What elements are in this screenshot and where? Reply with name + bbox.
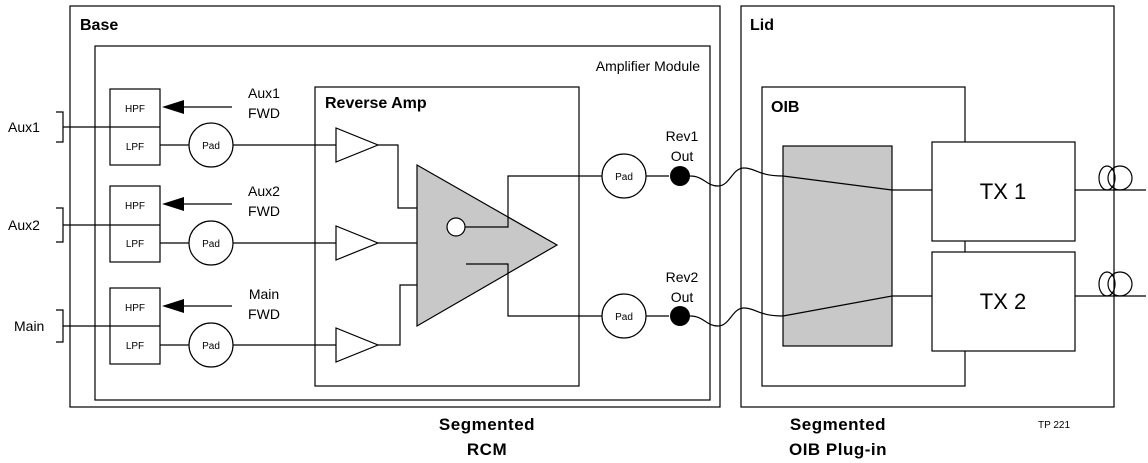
filter-stack-aux1: HPF LPF: [109, 88, 161, 166]
lid-label: Lid: [750, 17, 774, 34]
fwd-label-aux1-line1: Aux1: [248, 85, 280, 101]
rev2-out-label-line1: Rev2: [666, 269, 699, 285]
input-connector-aux1: [56, 111, 110, 143]
fwd-label-main-line1: Main: [249, 286, 279, 302]
rev1-out-label-line1: Rev1: [666, 128, 699, 144]
filter-stack-main: HPF LPF: [109, 287, 161, 365]
figure-tag: TP 221: [1038, 420, 1070, 431]
input-connector-main: [56, 309, 110, 343]
filter-stack-aux2: HPF LPF: [109, 185, 161, 263]
oib-label: OIB: [771, 99, 799, 116]
cable-rev1: [689, 167, 784, 187]
output-pad-rev2: Pad: [601, 293, 669, 339]
caption-rcm-line2: RCM: [467, 440, 507, 459]
fwd-label-main-line2: FWD: [248, 306, 280, 322]
input-label-main: Main: [14, 318, 44, 334]
pad-label: Pad: [615, 172, 633, 183]
pad-label: Pad: [615, 312, 633, 323]
reverse-amp-label: Reverse Amp: [325, 95, 427, 112]
fwd-label-aux2-line1: Aux2: [248, 183, 280, 199]
input-pad-aux1: Pad: [160, 122, 336, 168]
lpf-label: LPF: [126, 341, 144, 352]
pad-label: Pad: [202, 341, 220, 352]
fiber-coil-tx2: [1075, 271, 1146, 297]
input-amp-aux2: [335, 225, 380, 261]
lpf-label: LPF: [126, 239, 144, 250]
tx1-label: TX 1: [980, 179, 1026, 204]
output-pad-rev1: Pad: [601, 153, 669, 199]
rev1-out-label-line2: Out: [671, 148, 694, 164]
fiber-coil-tx1: [1075, 165, 1146, 191]
oib-path-2: [782, 295, 893, 317]
rev1-output-wire: [465, 175, 605, 228]
oib-optical-block: [782, 145, 893, 347]
pad-label: Pad: [202, 141, 220, 152]
fwd-label-aux1-line2: FWD: [248, 105, 280, 121]
input-label-aux2: Aux2: [8, 217, 40, 233]
base-label: Base: [80, 17, 118, 34]
caption-oib-line1: Segmented: [790, 415, 886, 434]
input-pad-main: Pad: [160, 322, 336, 368]
input-pad-aux2: Pad: [160, 220, 336, 266]
lpf-label: LPF: [126, 142, 144, 153]
rev2-out-connector: [670, 306, 690, 326]
fwd-arrow-main: [162, 299, 232, 313]
input-amp-main: [335, 327, 380, 363]
tx1-box: [931, 141, 1076, 242]
input-label-aux1: Aux1: [8, 119, 40, 135]
fwd-arrow-aux1: [162, 100, 232, 114]
rev2-out-label-line2: Out: [671, 289, 694, 305]
tx2-box: [931, 251, 1076, 352]
reverse-amplifier: [416, 163, 559, 328]
fwd-label-aux2-line2: FWD: [248, 203, 280, 219]
caption-oib-line2: OIB Plug-in: [789, 440, 887, 459]
input-connector-aux2: [56, 207, 110, 243]
hpf-label: HPF: [125, 104, 145, 115]
input-amp-aux1: [335, 127, 380, 163]
pad-label: Pad: [202, 239, 220, 250]
amplifier-module-label: Amplifier Module: [596, 58, 700, 74]
combiner-node: [446, 217, 466, 237]
caption-rcm-line1: Segmented: [439, 415, 535, 434]
rev2-output-wire: [466, 263, 605, 317]
hpf-label: HPF: [125, 303, 145, 314]
tx2-label: TX 2: [980, 289, 1026, 314]
oib-path-1: [782, 175, 893, 191]
cable-rev2: [689, 307, 784, 327]
hpf-label: HPF: [125, 201, 145, 212]
fwd-arrow-aux2: [162, 197, 232, 211]
rev1-out-connector: [670, 166, 690, 186]
